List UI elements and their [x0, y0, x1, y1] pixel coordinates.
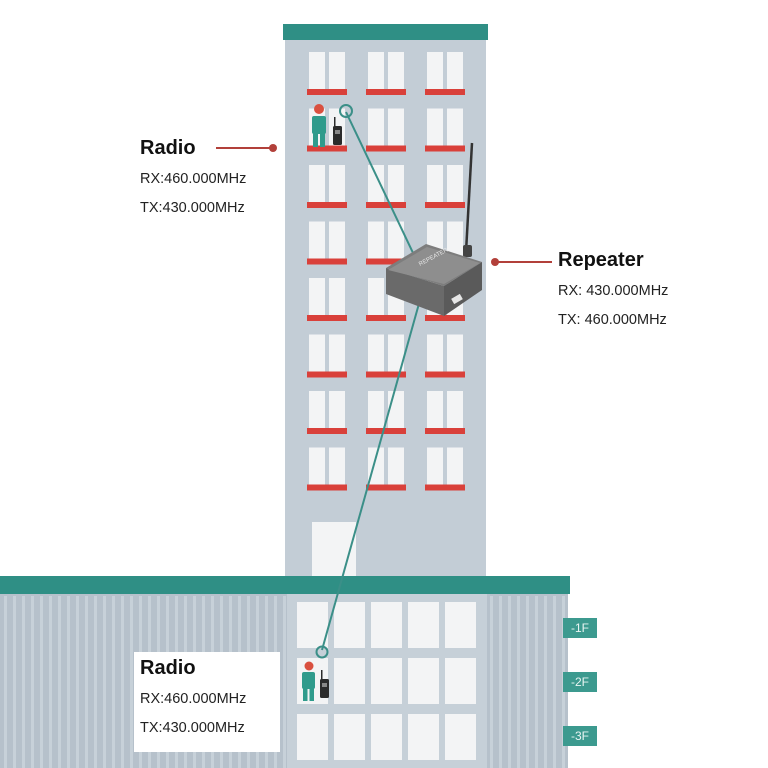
annex-window — [334, 602, 365, 648]
tower-window — [307, 447, 347, 491]
signal-links — [315, 104, 425, 659]
annex-stripe — [535, 596, 538, 768]
annex-window — [371, 602, 402, 648]
annex-window — [334, 714, 365, 760]
annex-window — [445, 658, 476, 704]
person-icon — [302, 661, 315, 701]
annex-windows — [297, 602, 476, 760]
tower-window — [366, 165, 406, 208]
annex-stripe — [130, 596, 133, 768]
annex-stripe — [67, 596, 70, 768]
tower-window — [307, 165, 347, 208]
annex-stripe — [544, 596, 547, 768]
annex-window — [408, 658, 439, 704]
annex-stripe — [22, 596, 25, 768]
annex-stripe — [499, 596, 502, 768]
annex-window — [297, 714, 328, 760]
tower-window — [425, 391, 465, 434]
top-radio-label: Radio RX:460.000MHz TX:430.000MHz — [140, 136, 246, 218]
leader-repeater-dot — [491, 258, 499, 266]
repeater-device-icon: REPEATER — [386, 142, 482, 316]
tower-windows — [307, 52, 465, 491]
tower-window — [307, 278, 347, 321]
tower-window — [425, 165, 465, 208]
bottom-radio-tx: TX:430.000MHz — [140, 720, 245, 736]
tower-window — [366, 391, 406, 434]
tower-window — [425, 334, 465, 378]
annex-stripe — [490, 596, 493, 768]
antenna-icon — [464, 142, 474, 253]
link-repeater-to-bottom-radio — [321, 299, 421, 651]
annex-stripe — [283, 596, 286, 768]
annex-stripe — [517, 596, 520, 768]
annex-window — [445, 602, 476, 648]
annex-stripe — [4, 596, 7, 768]
annex-stripe — [40, 596, 43, 768]
annex-stripe — [103, 596, 106, 768]
annex-stripe — [85, 596, 88, 768]
annex-stripe — [31, 596, 34, 768]
top-radio-title: Radio — [140, 137, 196, 159]
tower-window — [307, 391, 347, 434]
annex-stripe — [13, 596, 16, 768]
floor-tag-b3: -3F — [563, 726, 597, 746]
top-radio-tx: TX:430.000MHz — [140, 200, 245, 216]
tower-window — [307, 52, 347, 95]
tower-window — [425, 447, 465, 491]
annex-stripe — [508, 596, 511, 768]
annex-window — [371, 714, 402, 760]
floor-tag-b1: -1F — [563, 618, 597, 638]
tower-window — [366, 108, 406, 152]
annex-window — [445, 714, 476, 760]
tower-window — [425, 108, 465, 152]
annex-stripe — [112, 596, 115, 768]
tower-window — [425, 52, 465, 95]
annex-stripe — [76, 596, 79, 768]
annex-window — [297, 602, 328, 648]
floor-tag-b2: -2F — [563, 672, 597, 692]
tower-window — [366, 221, 406, 265]
tower-window — [366, 52, 406, 95]
tower-door — [312, 522, 356, 578]
annex-window — [371, 658, 402, 704]
person-icon — [312, 104, 326, 147]
annex-window — [408, 714, 439, 760]
tower-roof — [283, 24, 488, 40]
repeater-label: Repeater RX: 430.000MHz TX: 460.000MHz — [558, 248, 668, 330]
annex-roof — [0, 576, 570, 594]
leader-top-radio-dot — [269, 144, 277, 152]
top-radio-user — [312, 104, 342, 147]
bottom-radio-rx: RX:460.000MHz — [140, 691, 247, 707]
annex-stripe — [58, 596, 61, 768]
repeater-tx: TX: 460.000MHz — [558, 312, 667, 328]
tower-window — [307, 334, 347, 378]
top-radio-signal-node — [339, 104, 353, 118]
annex-stripe — [121, 596, 124, 768]
annex-window — [408, 602, 439, 648]
annex-stripe — [94, 596, 97, 768]
bottom-radio-signal-node — [315, 645, 329, 659]
walkie-talkie-icon — [333, 117, 342, 145]
tower-window — [366, 334, 406, 378]
walkie-talkie-icon — [320, 670, 329, 698]
annex-stripe — [49, 596, 52, 768]
repeater-rx: RX: 430.000MHz — [558, 283, 669, 299]
annex-stripe — [553, 596, 556, 768]
bottom-radio-label: Radio RX:460.000MHz TX:430.000MHz — [134, 652, 280, 752]
annex-window — [334, 658, 365, 704]
link-top-radio-to-repeater — [345, 111, 425, 277]
annex — [0, 576, 570, 768]
repeater-title: Repeater — [558, 249, 644, 271]
tower-window — [307, 221, 347, 265]
bottom-radio-user — [302, 661, 329, 701]
annex-stripe — [526, 596, 529, 768]
bottom-radio-title: Radio — [140, 657, 196, 679]
top-radio-rx: RX:460.000MHz — [140, 171, 247, 187]
